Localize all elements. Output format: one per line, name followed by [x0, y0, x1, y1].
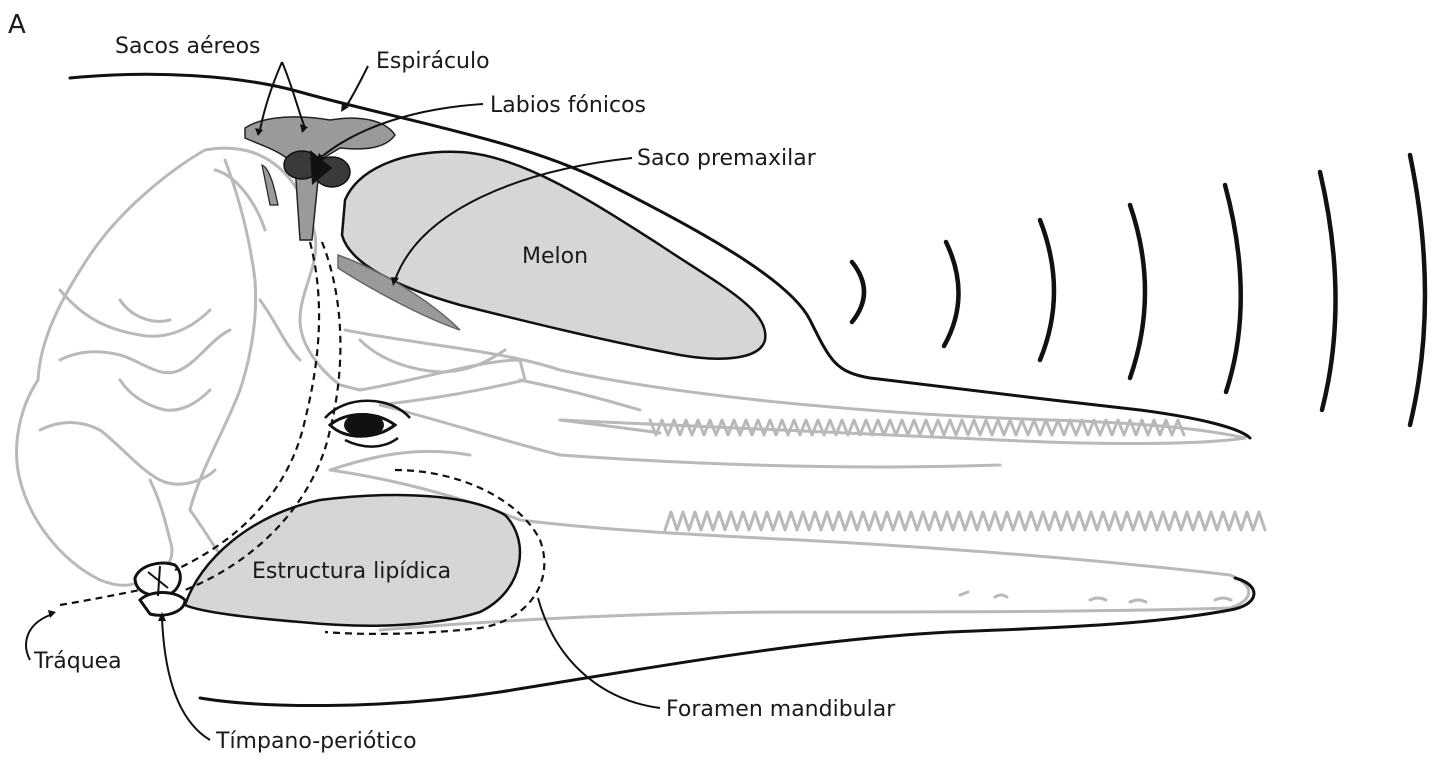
skull-drawing [17, 148, 1265, 630]
mandibular-foramen-label: Foramen mandibular [666, 697, 896, 722]
blowhole-label: Espiráculo [376, 49, 490, 74]
lipid-structure-label: Estructura lipídica [252, 559, 451, 584]
tympano-periotic-icon [135, 563, 185, 615]
trachea-label: Tráquea [33, 649, 122, 674]
melon-label: Melon [522, 244, 588, 269]
tympano-periotic-label: Tímpano-periótico [215, 729, 417, 754]
sound-waves [852, 155, 1425, 425]
premaxillary-sac-label: Saco premaxilar [637, 146, 817, 171]
eye-icon [325, 401, 410, 447]
air-sacs-label: Sacos aéreos [115, 34, 261, 59]
panel-label: A [8, 10, 26, 40]
phonic-lips-label: Labios fónicos [490, 93, 646, 118]
